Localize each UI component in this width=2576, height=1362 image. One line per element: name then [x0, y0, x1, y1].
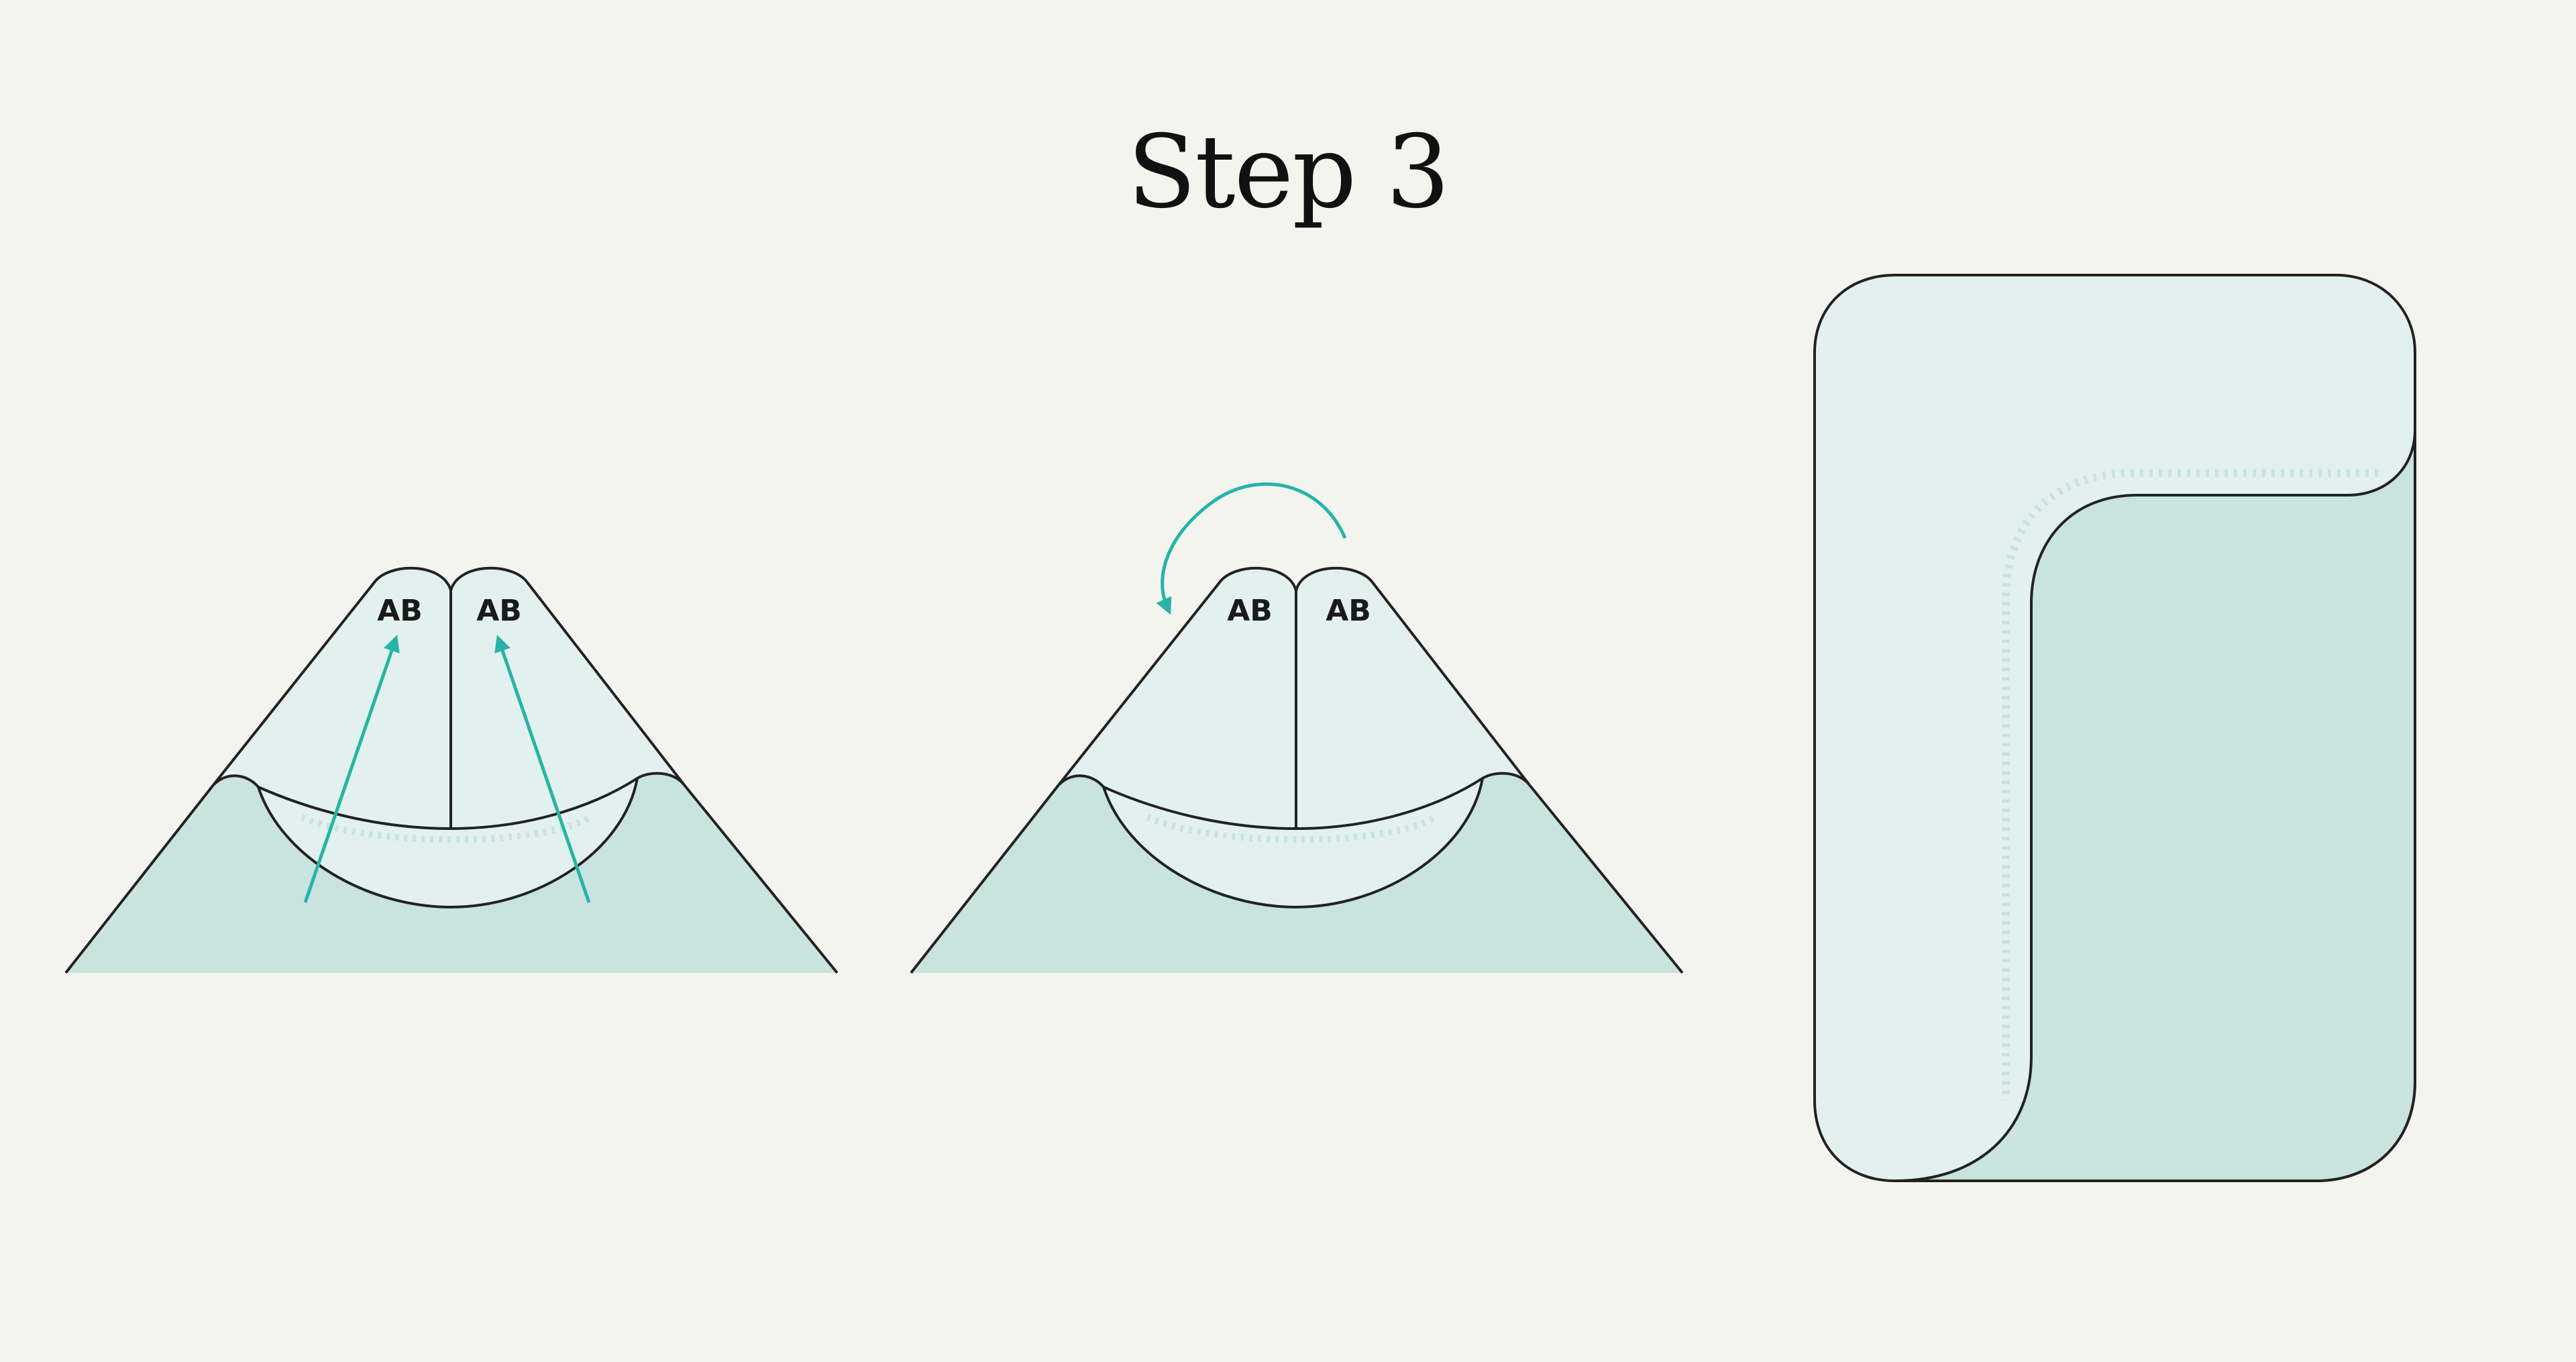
- panel-1-arrow-right: [494, 635, 591, 903]
- panel-3-stitch-line: [2002, 469, 2378, 1100]
- panel-2: AB AB: [910, 482, 1684, 974]
- panel-1-arrow-left: [303, 635, 400, 903]
- panel-1-base-edge: [64, 784, 839, 974]
- panel-2-curved-arrow: [1156, 482, 1347, 615]
- panel-1-base-fabric: [66, 773, 837, 973]
- panel-3-inner-fabric: [1894, 429, 2416, 1182]
- panel-2-label-right: AB: [1326, 594, 1371, 628]
- panel-1-label-right: AB: [476, 594, 522, 628]
- panel-2-label-left: AB: [1227, 594, 1273, 628]
- panel-2-upper-fabric: [1057, 566, 1531, 909]
- panel-2-base-edge: [910, 784, 1684, 974]
- panel-1-label-left: AB: [377, 594, 423, 628]
- panel-2-base-fabric: [911, 773, 1682, 973]
- step-title: Step 3: [1127, 114, 1450, 231]
- panel-1: AB AB: [64, 566, 839, 974]
- panel-2-stitch-line: [1145, 814, 1438, 843]
- panel-3: [1813, 274, 2416, 1182]
